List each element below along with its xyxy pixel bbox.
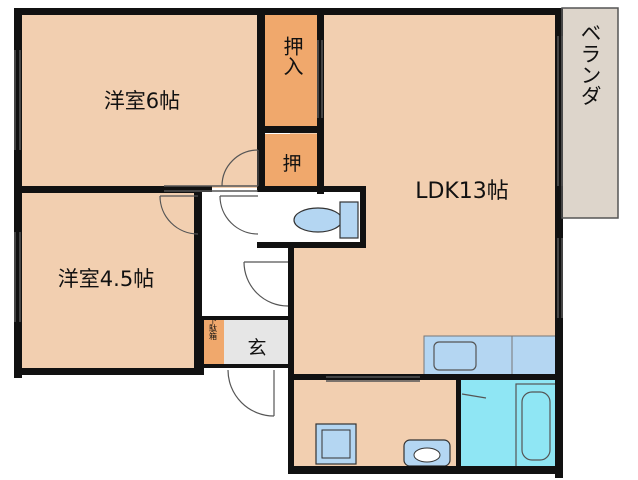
closet-top-label: 押入 — [280, 36, 304, 76]
entrance-floor — [224, 320, 290, 366]
balcony-label: ベランダ — [578, 22, 602, 106]
balcony-floor — [562, 8, 618, 218]
bathtub — [515, 383, 557, 469]
walls — [14, 8, 563, 478]
closet-top-floor — [264, 14, 320, 126]
ldk-floor-upper — [322, 14, 558, 194]
closet-small-label: 押 — [282, 153, 301, 175]
western-room-45-floor — [18, 192, 198, 370]
windows — [14, 36, 563, 382]
western-room-45-label: 洋室4.5帖 — [58, 267, 154, 291]
western-room-6-floor — [22, 14, 262, 188]
western-room-6-label: 洋室6帖 — [104, 89, 180, 113]
closet-small-floor — [264, 134, 320, 186]
door-swings — [159, 149, 487, 417]
entrance-label: 玄 — [247, 337, 266, 359]
ldk-label: LDK13帖 — [415, 179, 509, 204]
shoe-box-label: 下駄箱 — [209, 316, 218, 341]
wash-basin — [403, 439, 451, 467]
kitchen-sink — [433, 336, 513, 376]
washing-machine-space — [315, 423, 357, 465]
toilet-fixture — [293, 201, 359, 239]
shoe-box — [202, 320, 224, 366]
